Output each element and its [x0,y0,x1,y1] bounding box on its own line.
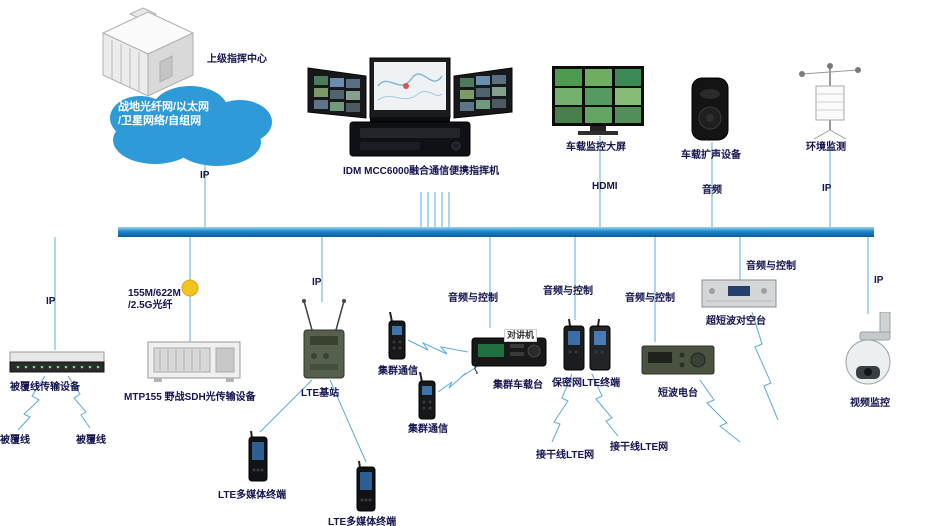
idm-label: IDM MCC6000融合通信便携指挥机 [343,166,500,177]
speaker-icon [688,76,732,142]
lte-terminal-2-label: LTE多媒体终端 [328,517,397,526]
trunk-vehicle-label: 集群车载台 [493,380,543,391]
uhf-air-label: 超短波对空台 [706,316,766,327]
cloud-label: 战地光纤网/以太网 /卫星网络/自组网 [118,101,210,127]
hq-building-icon [98,6,198,98]
secure-lte-label: 保密网LTE终端 [552,378,621,389]
link-audio-label: 音频 [702,185,722,196]
link-hdmi-label: HDMI [592,181,618,192]
lte-terminal-2-icon [354,460,378,514]
covered-wire-device-icon [8,348,108,376]
trunk-radio-2-label: 集群通信 [408,424,448,435]
covered-wire-1-label: 被覆线 [0,435,30,446]
shortwave-label: 短波电台 [658,388,698,399]
covered-wire-device-label: 被覆线传输设备 [10,382,80,393]
trunk-vehicle-radio-icon [470,326,548,375]
monitor-wall-label: 车载监控大屏 [566,142,626,153]
lte-terminal-1-icon [246,430,270,484]
covered-wire-2-label: 被覆线 [76,435,106,446]
mtp155-device-icon [146,340,242,384]
secure-lte-terminals-icon [560,318,614,374]
link-covered-ip-label: IP [46,296,56,307]
trunk-radio-1-label: 集群通信 [378,366,418,377]
lte-terminal-1-label: LTE多媒体终端 [218,490,287,501]
lte-base-label: LTE基站 [301,388,340,399]
link-secure-audio-ctrl-label: 音频与控制 [543,286,593,297]
link-fiber-label: 155M/622M /2.5G光纤 [128,288,181,311]
env-station-icon [788,60,872,140]
link-uhf-audio-ctrl-label: 音频与控制 [746,261,796,272]
dome-camera-icon [842,311,894,392]
lte-trunk-net-2-label: 接干线LTE网 [610,442,669,453]
env-monitor-label: 环境监测 [806,142,846,153]
link-video-ip-label: IP [874,275,884,286]
hq-label: 上级指挥中心 [207,54,267,65]
trunk-vehicle-tag: 对讲机 [504,329,538,342]
link-shortwave-audio-ctrl-label: 音频与控制 [625,293,675,304]
link-env-ip-label: IP [822,183,832,194]
idm-console-icon [306,52,514,160]
mtp155-label: MTP155 野战SDH光传输设备 [124,392,256,403]
monitor-wall-icon [552,66,644,136]
link-trunk-audio-ctrl-label: 音频与控制 [448,293,498,304]
video-monitor-label: 视频监控 [850,398,890,409]
network-bus [118,227,874,237]
lte-trunk-net-1-label: 接干线LTE网 [536,450,595,461]
speaker-label: 车载扩声设备 [681,150,741,161]
trunk-radio-1-icon [386,311,408,362]
link-cloud-ip-label: IP [200,170,210,181]
link-lte-ip-label: IP [312,277,322,288]
fiber-node-dot [181,279,199,297]
shortwave-radio-icon [640,340,716,380]
lte-base-station-icon [296,298,352,382]
trunk-radio-2-icon [416,371,438,422]
uhf-air-station-icon [700,278,778,310]
network-cloud [95,82,280,170]
